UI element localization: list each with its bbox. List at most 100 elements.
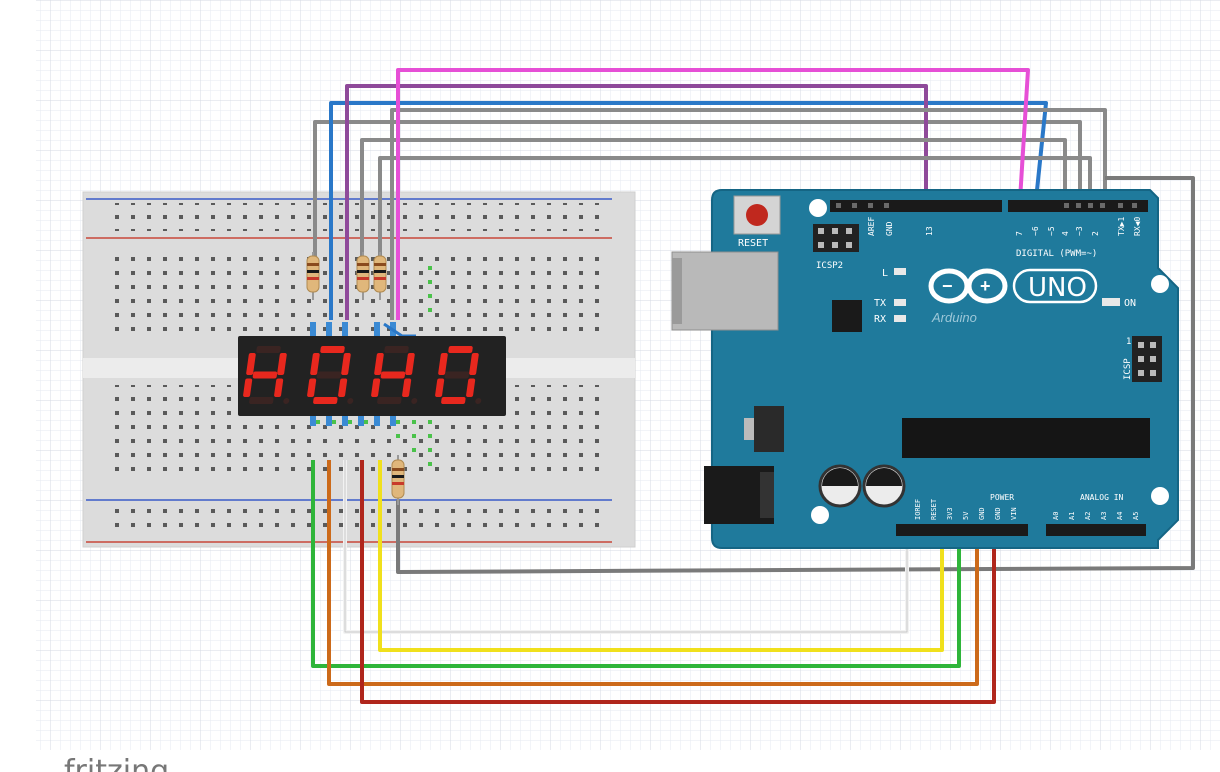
wire-gray-1 (313, 120, 1082, 290)
uno-label: UNO (1028, 273, 1087, 303)
mount-hole-2 (1151, 275, 1169, 293)
l-led (894, 268, 906, 275)
icsp-label: ICSP (1123, 358, 1133, 380)
digit-2 (307, 346, 354, 404)
segment-a (320, 346, 345, 353)
power-pin-label: GND (978, 507, 986, 520)
footer-fragment: fritzing (64, 754, 170, 772)
segment-e (371, 378, 381, 397)
tx-led (894, 299, 906, 306)
segment-e (435, 378, 445, 397)
power-pin-label: IOREF (914, 499, 922, 520)
segment-f (310, 353, 320, 375)
segment-b (469, 353, 479, 375)
icsp-header (1132, 336, 1162, 382)
segment-a (448, 346, 473, 353)
analog-pin-label: A3 (1100, 512, 1108, 520)
power-pin-label: 5V (962, 511, 970, 520)
decimal-point (475, 398, 482, 404)
power-pin-label: 3V3 (946, 507, 954, 520)
segment-c (466, 378, 476, 397)
segment-c (338, 378, 348, 397)
segment-b (405, 353, 415, 375)
segment-f (246, 353, 256, 375)
uno-badge (1012, 268, 1098, 304)
segment-e (307, 378, 317, 397)
voltage-regulator (754, 406, 784, 452)
power-header (896, 524, 1028, 536)
wire-blue (329, 101, 1048, 320)
digital-pin-label: 7 (1015, 231, 1024, 236)
digital-label: DIGITAL (PWM=~) (1016, 249, 1097, 259)
top-rail-holes (108, 203, 608, 231)
arduino-logo: − + (928, 268, 1008, 304)
pin13-label: 13 (925, 226, 934, 236)
power-pin-labels: IOREF RESET 3V3 5V GND GND VIN (914, 498, 1018, 520)
digital-pin-label: ~5 (1047, 226, 1056, 236)
bottom-rail-holes (108, 504, 608, 534)
grid-left-margin (0, 0, 36, 772)
segment-d (313, 397, 338, 404)
wire-purple (345, 84, 928, 320)
segment-a (256, 346, 281, 353)
on-label: ON (1124, 298, 1136, 309)
mount-hole-3 (1151, 487, 1169, 505)
digit-4 (435, 346, 482, 404)
wire-magenta (396, 68, 1030, 320)
power-label: POWER (990, 493, 1014, 502)
segment-b (277, 353, 287, 375)
segment-d (441, 397, 466, 404)
reset-button-cap[interactable] (746, 204, 768, 226)
segment-c (274, 378, 284, 397)
power-pin-label: VIN (1010, 507, 1018, 520)
digital-pin-label: TX▶1 (1117, 217, 1126, 236)
l-led-label: L (882, 268, 888, 279)
display-digits (243, 346, 482, 404)
usb-port (671, 251, 779, 331)
analog-pin-label: A1 (1068, 512, 1076, 520)
resistors (306, 252, 405, 505)
analog-pin-label: A2 (1084, 512, 1092, 520)
segment-f (438, 353, 448, 375)
reset-label: RESET (738, 238, 768, 249)
wire-gray-2 (360, 138, 1067, 290)
power-pin-label: RESET (930, 498, 938, 520)
segment-g (380, 371, 406, 379)
digit-3 (371, 346, 418, 404)
digit-1 (243, 346, 290, 404)
mount-hole-4 (811, 506, 829, 524)
segment-g (444, 371, 470, 379)
mount-hole-1 (809, 199, 827, 217)
usb-chip (832, 300, 862, 332)
digital-pin-label: ~3 (1075, 226, 1084, 236)
icsp-pin1-label: 1 (1126, 337, 1131, 347)
top-wires (313, 68, 1195, 574)
svg-text:−: − (942, 276, 953, 296)
on-led (1102, 298, 1120, 306)
arduino-board (711, 189, 1179, 549)
resistor-4 (391, 455, 405, 505)
segment-b (341, 353, 351, 375)
digital-pin-label: RX◀0 (1133, 217, 1142, 236)
decimal-point (347, 398, 354, 404)
segment-e (243, 378, 253, 397)
resistor-2 (356, 252, 370, 300)
analog-pin-label: A4 (1116, 512, 1124, 520)
icsp2-header (813, 224, 859, 252)
gnd-label: GND (885, 221, 894, 236)
segment-d (249, 397, 274, 404)
resistor-3 (373, 252, 387, 300)
digital-pin-label: 4 (1061, 231, 1070, 236)
icsp2-label: ICSP2 (816, 261, 843, 271)
segment-a (384, 346, 409, 353)
segment-f (374, 353, 384, 375)
power-pin-label: GND (994, 507, 1002, 520)
aref-label: AREF (867, 217, 876, 236)
analog-pin-label: A5 (1132, 512, 1140, 520)
analog-header (1046, 524, 1146, 536)
brand-label: Arduino (931, 310, 977, 325)
